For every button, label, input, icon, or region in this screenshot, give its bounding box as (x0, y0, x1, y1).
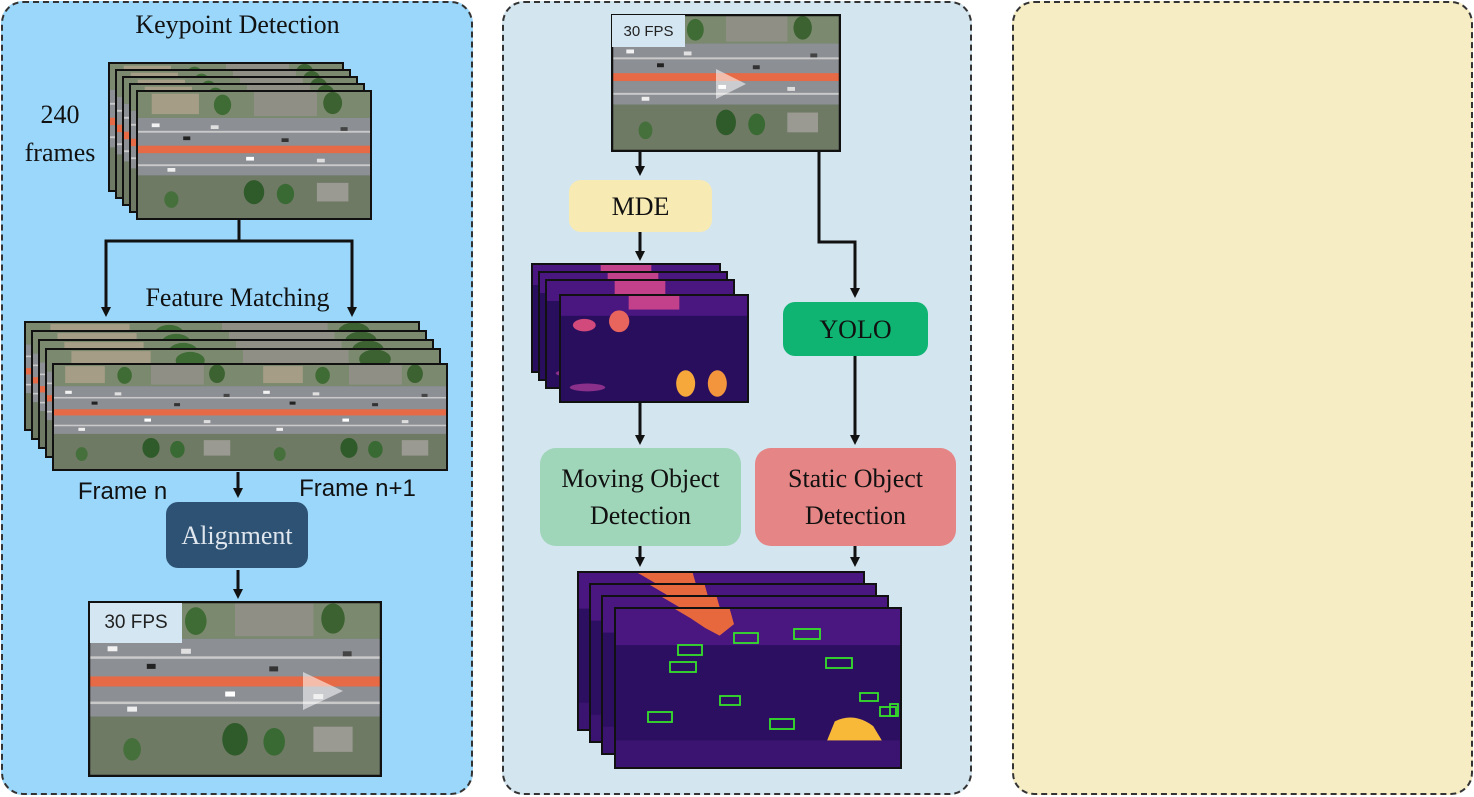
yolo-box: YOLO (783, 302, 928, 356)
frames-count: 240 (40, 100, 80, 129)
mde-box: MDE (569, 180, 712, 232)
detection-frame-front (614, 607, 902, 769)
input-video-frame: 30 FPS (611, 14, 841, 152)
frame-n-label: Frame n (77, 478, 168, 505)
output-video-frame: 30 FPS (88, 601, 382, 777)
fps-badge: 30 FPS (90, 603, 182, 643)
alignment-box: Alignment (166, 502, 308, 568)
matched-pair-front (52, 363, 448, 471)
keypoint-detection-title: Keypoint Detection (135, 10, 340, 39)
frames-word: frames (24, 138, 96, 167)
input-frame-stack (108, 62, 372, 220)
detection-output-stack (577, 571, 902, 769)
frame-n1-label: Frame n+1 (299, 475, 416, 502)
aerial-video-output (88, 601, 382, 777)
fps-badge-small: 30 FPS (612, 15, 685, 47)
matching-frame-stack (24, 321, 448, 471)
arrow-to-yolo (817, 152, 860, 298)
detection-boxes (647, 628, 899, 730)
feature-matching-label: Feature Matching (145, 283, 330, 312)
play-icon (716, 69, 746, 99)
depth-frame-front (559, 294, 749, 403)
empty-panel (1012, 1, 1473, 795)
static-object-detection-box: Static Object Detection (755, 448, 956, 546)
arrow-to-frame-n (101, 218, 241, 317)
arrow-to-frame-n1 (239, 239, 357, 317)
moving-object-detection-box: Moving Object Detection (540, 448, 741, 546)
depth-map-stack (531, 263, 749, 403)
aerial-video-input (611, 14, 841, 152)
play-icon (303, 672, 343, 710)
aerial-frame-5 (136, 90, 372, 220)
